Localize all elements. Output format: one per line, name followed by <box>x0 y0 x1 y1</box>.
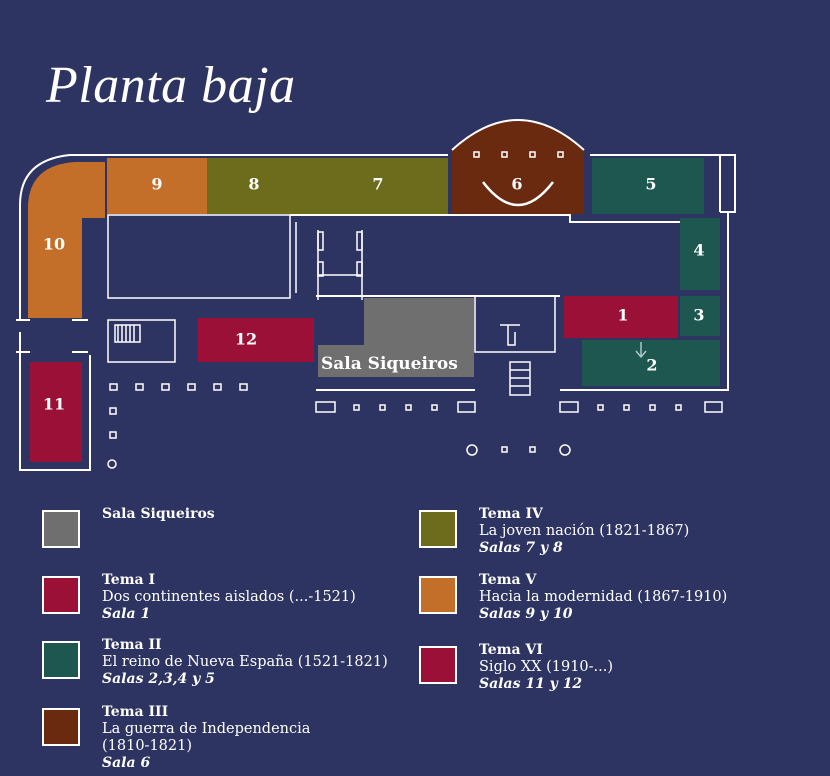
legend-swatch <box>419 510 457 548</box>
legend-title: Tema IV <box>479 506 543 522</box>
room-7[interactable] <box>302 158 448 214</box>
legend-swatch <box>42 641 80 679</box>
legend-swatch <box>42 708 80 746</box>
room-label-2: 2 <box>646 356 657 375</box>
room-6[interactable] <box>452 120 584 214</box>
legend-title: Tema V <box>479 572 537 588</box>
floor-plan: 10 9 8 7 6 5 4 3 1 2 12 11 Sala Siqueiro… <box>16 119 736 471</box>
room-4[interactable] <box>680 218 720 290</box>
room-label-1: 1 <box>617 306 628 325</box>
arrow-icon <box>635 342 647 359</box>
legend-swatch <box>42 576 80 614</box>
legend-rooms: Salas 2,3,4 y 5 <box>102 671 215 687</box>
room-labels: 10 9 8 7 6 5 4 3 1 2 12 11 Sala Siqueiro… <box>43 175 705 414</box>
legend-description: La guerra de Independencia (1810-1821) <box>102 721 311 754</box>
room-label-siqueiros: Sala Siqueiros <box>321 354 458 374</box>
legend-rooms: Salas 11 y 12 <box>479 676 583 692</box>
room-label-6: 6 <box>511 175 522 194</box>
room-label-10: 10 <box>43 235 65 254</box>
legend-description: Dos continentes aislados (...-1521) <box>102 589 356 605</box>
legend-title: Tema II <box>102 637 162 653</box>
legend-title: Tema I <box>102 572 156 588</box>
room-label-7: 7 <box>372 175 383 194</box>
room-2[interactable] <box>582 340 720 386</box>
room-label-11: 11 <box>43 395 65 414</box>
room-9[interactable] <box>107 158 207 214</box>
room-label-9: 9 <box>151 175 162 194</box>
page-title: Planta baja <box>46 57 296 114</box>
room-3[interactable] <box>680 296 720 336</box>
room-10[interactable] <box>28 162 105 318</box>
legend-rooms: Sala 1 <box>102 606 151 622</box>
legend-title: Tema III <box>102 704 169 720</box>
room-label-12: 12 <box>235 330 257 349</box>
legend-text: Sala Siqueiros <box>102 506 215 523</box>
legend-title: Tema VI <box>479 642 543 658</box>
legend-rooms: Salas 7 y 8 <box>479 540 563 556</box>
room-11[interactable] <box>30 362 82 462</box>
pillars <box>107 231 682 469</box>
room-label-8: 8 <box>248 175 259 194</box>
room-label-3: 3 <box>693 306 704 325</box>
legend-description: Hacia la modernidad (1867-1910) <box>479 589 728 605</box>
room-label-4: 4 <box>693 241 704 260</box>
room-8[interactable] <box>207 158 302 214</box>
legend-description: Siglo XX (1910-...) <box>479 659 614 675</box>
legend-swatch <box>419 576 457 614</box>
legend-description: La joven nación (1821-1867) <box>479 523 690 539</box>
room-5[interactable] <box>592 158 704 214</box>
room-12[interactable] <box>198 318 314 362</box>
legend-rooms: Salas 9 y 10 <box>479 606 573 622</box>
room-6-details <box>451 119 585 207</box>
legend-rooms: Sala 6 <box>102 755 151 771</box>
legend-item-siqueiros: Sala Siqueiros <box>42 506 215 548</box>
rooms <box>28 120 720 462</box>
legend-swatch <box>419 646 457 684</box>
room-label-5: 5 <box>645 175 656 194</box>
legend-swatch <box>42 510 80 548</box>
legend-description: El reino de Nueva España (1521-1821) <box>102 654 388 670</box>
legend-title: Sala Siqueiros <box>102 506 215 522</box>
room-1[interactable] <box>564 296 678 338</box>
